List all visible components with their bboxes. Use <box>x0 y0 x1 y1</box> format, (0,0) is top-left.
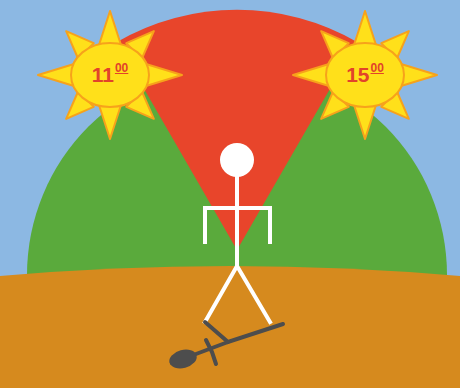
figure-legs <box>205 266 270 322</box>
figure-arms <box>205 208 270 242</box>
figure-head <box>220 143 254 177</box>
sun-node: 1100 <box>70 42 150 108</box>
sun-ray <box>293 64 329 86</box>
sun-node: 1500 <box>325 42 405 108</box>
hour-text: 11 <box>92 63 114 87</box>
sun-circle <box>326 43 404 107</box>
sun-rays <box>38 11 182 139</box>
shadow-head <box>167 347 199 372</box>
shadow-legs <box>205 322 283 342</box>
sun-texts: 1500 <box>325 42 405 108</box>
sun-ray <box>38 64 74 86</box>
hour-text: 15 <box>346 63 369 87</box>
sun-rays <box>293 11 437 139</box>
sun-ray <box>354 11 376 45</box>
sun-ray <box>99 105 121 139</box>
sun-texts: 1100 <box>70 42 150 108</box>
minute-superscript: 00 <box>371 61 384 75</box>
sun-circle <box>71 43 149 107</box>
minute-superscript: 00 <box>115 61 128 75</box>
ground <box>0 266 460 388</box>
figure-shadow <box>167 322 283 371</box>
sun-ray <box>354 105 376 139</box>
figure-body <box>235 176 239 266</box>
sun-ray <box>99 11 121 45</box>
sun-ray <box>146 64 182 86</box>
sun-ray <box>401 64 437 86</box>
shadow-arms <box>206 340 216 364</box>
stick-figure <box>205 143 270 322</box>
